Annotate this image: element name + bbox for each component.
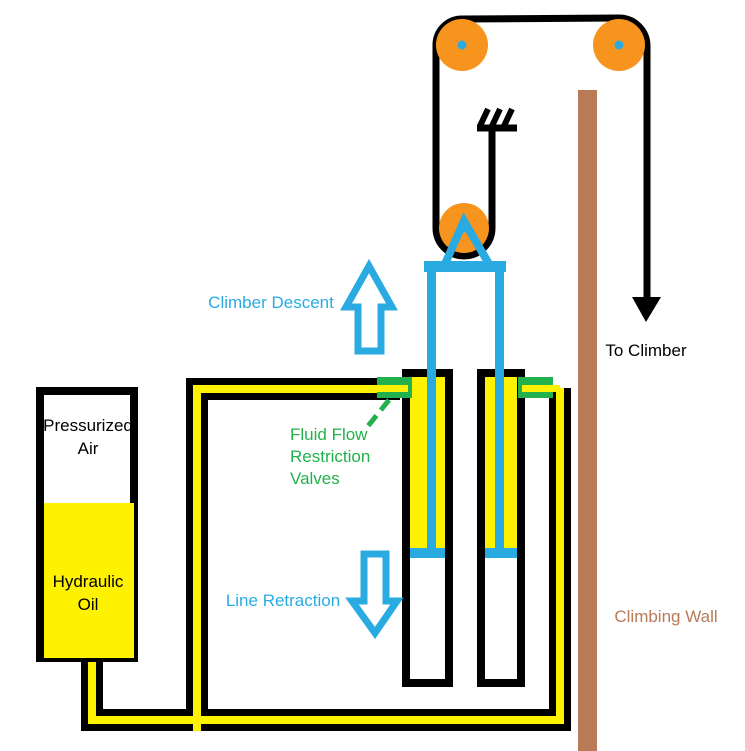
piston-rod-right: [495, 268, 504, 554]
climbing-wall-label: Climbing Wall: [614, 607, 717, 626]
climber-descent-label: Climber Descent: [208, 293, 334, 312]
air-tank-label-line2: Air: [78, 439, 99, 458]
pipe-bottom-right-bore: [88, 388, 564, 724]
anchor-hatch-1: [477, 107, 491, 128]
oil-tank-label-line2: Oil: [78, 595, 99, 614]
oil-tank-label-line1: Hydraulic: [53, 572, 124, 591]
piston-rod-left: [427, 268, 436, 554]
to-climber-label: To Climber: [605, 341, 687, 360]
yoke-crossbar: [424, 261, 506, 272]
pulley-axle-top-right: [614, 40, 624, 50]
line-retraction-arrow-down: [345, 550, 404, 640]
pulley-axle-top-left: [457, 40, 467, 50]
anchor-hatch-2: [489, 107, 503, 128]
air-tank-label-line1: Pressurized: [43, 416, 133, 435]
piston-yoke: [424, 212, 506, 554]
anchor-hatch-3: [501, 107, 515, 128]
hydraulic-oil-fill: [44, 503, 134, 658]
valve-leader-line: [366, 398, 391, 428]
valves-label-line3: Valves: [290, 469, 340, 488]
restriction-valve-left-bore: [370, 385, 408, 392]
pipe-network: [81, 378, 571, 731]
line-retraction-label: Line Retraction: [226, 591, 340, 610]
valves-label-line2: Restriction: [290, 447, 370, 466]
anchor-symbol: [477, 107, 517, 132]
restriction-valve-right-bore: [522, 385, 560, 392]
climbing-wall-bar: [578, 90, 597, 751]
yoke-triangle: [441, 212, 493, 267]
climber-descent-arrow-up: [340, 258, 398, 355]
to-climber-arrowhead: [632, 297, 661, 322]
pipe-left-top-bore: [193, 385, 400, 731]
valves-label-line1: Fluid Flow: [290, 425, 368, 444]
